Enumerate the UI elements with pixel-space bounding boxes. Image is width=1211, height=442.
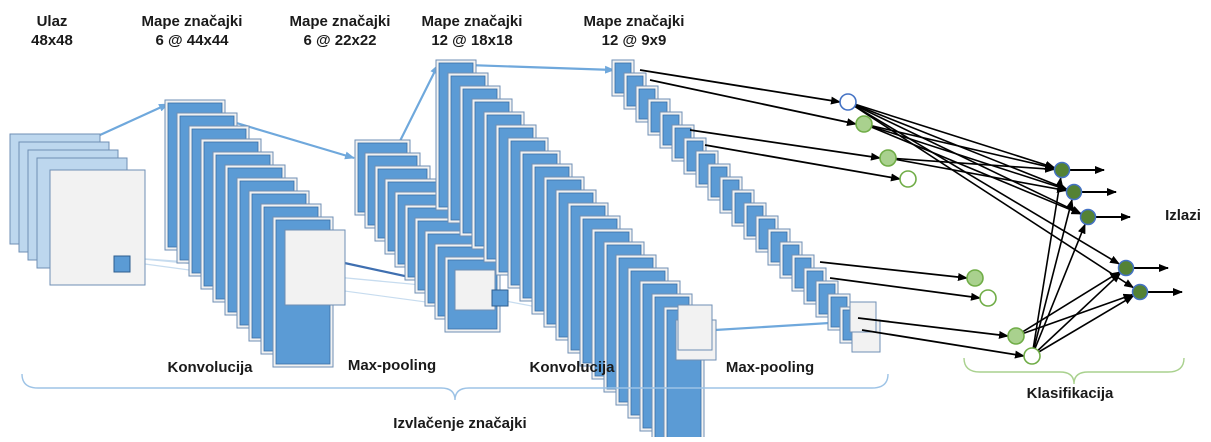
- header-input-title: Ulaz: [36, 13, 68, 30]
- input-sheet-front: [49, 169, 146, 286]
- arrow-to-node: [704, 144, 901, 182]
- hidden-node: [979, 289, 997, 307]
- header-pool1-title: Mape značajki: [289, 13, 391, 30]
- pool1-front: [454, 269, 496, 311]
- conv2-front-sheet: [677, 304, 713, 351]
- fc-arrow: [1031, 223, 1086, 357]
- fc-arrow: [1015, 293, 1134, 337]
- hidden-node: [1007, 327, 1025, 345]
- fc-arrow: [863, 123, 1082, 215]
- fc-arrow: [1031, 176, 1064, 357]
- fc-arrow: [1031, 198, 1074, 357]
- output-node: [1065, 183, 1083, 201]
- output-node: [1079, 208, 1097, 226]
- fc-arrow: [863, 123, 1056, 171]
- output-node: [1117, 259, 1135, 277]
- header-pool1-size: 6 @ 22x22: [303, 32, 377, 49]
- arrow-to-node: [857, 317, 1009, 339]
- header-conv2-title: Mape značajki: [421, 13, 523, 30]
- fc-arrow: [1015, 271, 1121, 337]
- stage-label-conv1: Konvolucija: [167, 359, 253, 376]
- header-pool2-size: 12 @ 9x9: [601, 32, 667, 49]
- group-label-classification: Klasifikacija: [1026, 385, 1114, 402]
- brace-feature-extraction: [21, 373, 889, 401]
- hidden-node: [879, 149, 897, 167]
- arrow-to-node: [829, 277, 981, 301]
- conv1-front: [284, 229, 346, 306]
- hidden-node: [855, 115, 873, 133]
- stage-label-pool1: Max-pooling: [347, 357, 437, 374]
- arrow-to-node: [689, 129, 881, 161]
- header-conv2-maps: Mape značajki 12 @ 18x18: [402, 12, 542, 50]
- fc-arrow: [863, 123, 1068, 191]
- fc-arrow: [847, 101, 1082, 215]
- header-conv2-size: 12 @ 18x18: [431, 32, 513, 49]
- header-input-size: 48x48: [31, 32, 73, 49]
- header-pool2-title: Mape značajki: [583, 13, 685, 30]
- fc-arrow: [847, 101, 1120, 265]
- header-conv1-size: 6 @ 44x44: [155, 32, 229, 49]
- hidden-node: [1023, 347, 1041, 365]
- header-pool1-maps: Mape značajki 6 @ 22x22: [270, 12, 410, 50]
- arrow-to-node: [861, 329, 1025, 359]
- hidden-node: [899, 170, 917, 188]
- output-node: [1131, 283, 1149, 301]
- stage-label-pool2: Max-pooling: [725, 359, 815, 376]
- group-label-outputs: Izlazi: [1165, 207, 1201, 224]
- header-conv1-title: Mape značajki: [141, 13, 243, 30]
- hidden-node: [966, 269, 984, 287]
- fc-arrow: [887, 157, 1056, 173]
- fc-arrow: [847, 101, 1135, 289]
- fc-arrow: [1031, 295, 1134, 357]
- arrow-to-node: [639, 69, 841, 105]
- connector-to-fc: [714, 318, 847, 332]
- header-pool2-maps: Mape značajki 12 @ 9x9: [564, 12, 704, 50]
- arrow-to-node: [649, 79, 857, 127]
- connector-input-conv1: [99, 102, 169, 137]
- pool2-front-sheet: [849, 301, 877, 333]
- arrow-to-node: [819, 261, 968, 282]
- fc-arrow: [847, 101, 1056, 169]
- header-input: Ulaz 48x48: [22, 12, 82, 50]
- connector-pool1-conv2: [397, 64, 439, 146]
- output-node: [1053, 161, 1071, 179]
- stage-label-conv2: Konvolucija: [529, 359, 615, 376]
- fc-arrow: [887, 157, 1068, 193]
- header-conv1-maps: Mape značajki 6 @ 44x44: [122, 12, 262, 50]
- group-label-feature-extraction: Izvlačenje značajki: [393, 415, 527, 432]
- hidden-node: [839, 93, 857, 111]
- brace-classification: [963, 357, 1185, 385]
- pool1-kernel-square: [491, 289, 509, 307]
- input-kernel-square: [113, 255, 131, 273]
